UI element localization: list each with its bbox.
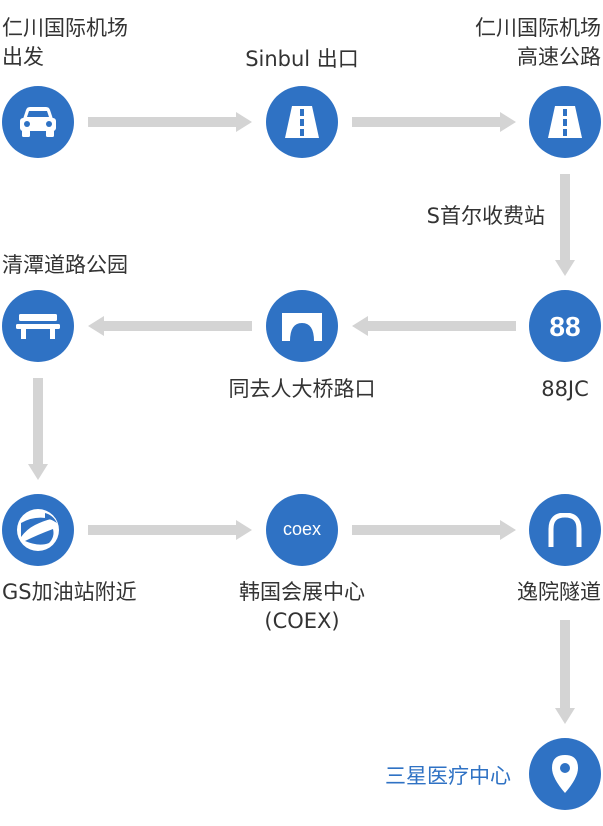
node-88jc: 88	[529, 290, 601, 362]
bench-icon	[16, 314, 60, 339]
tunnel-icon	[548, 513, 582, 547]
arrow-right	[352, 520, 516, 540]
label-incheon-airport-expressway: 仁川国际机场 高速公路	[475, 16, 601, 69]
node-sinbul-exit	[266, 86, 338, 158]
node-samsung-medical-center	[529, 738, 601, 810]
node-incheon-airport-departure	[2, 86, 74, 158]
map-pin-icon	[552, 755, 578, 793]
arrow-down	[28, 378, 48, 480]
node-ilwon-tunnel	[529, 494, 601, 566]
coex-logo-icon: coex	[283, 519, 321, 539]
route-88-icon: 88	[549, 311, 580, 341]
arrow-right	[88, 112, 252, 132]
node-cheongdam-park	[2, 290, 74, 362]
coex-badge: coex	[283, 519, 321, 539]
label-coex: 韩国会展中心 (COEX)	[239, 580, 365, 633]
gs-logo-icon	[17, 509, 59, 551]
arrow-right	[352, 112, 516, 132]
car-icon	[20, 107, 56, 137]
label-samsung-medical-center: 三星医疗中心	[385, 764, 511, 788]
route-88-badge: 88	[549, 311, 580, 341]
node-incheon-airport-expressway	[529, 86, 601, 158]
label-ilwon-tunnel: 逸院隧道	[517, 580, 601, 604]
tunnel-arch-icon	[282, 313, 322, 341]
road-icon	[285, 106, 319, 138]
node-gs-gas-station	[2, 494, 74, 566]
label-88jc: 88JC	[541, 377, 589, 401]
arrow-left	[88, 316, 252, 336]
label-gs-gas-station: GS加油站附近	[2, 580, 137, 604]
label-s-toll-gate: S首尔收费站	[426, 204, 545, 228]
label-sinbul-exit: Sinbul 出口	[245, 47, 359, 71]
road-icon	[548, 106, 582, 138]
node-tongeo-bridge	[266, 290, 338, 362]
node-coex: coex	[266, 494, 338, 566]
arrow-down	[555, 620, 575, 724]
label-cheongdam-park: 清潭道路公园	[2, 253, 128, 277]
arrow-left	[352, 316, 516, 336]
arrow-down	[555, 174, 575, 276]
label-incheon-airport-departure: 仁川国际机场 出发	[2, 16, 128, 69]
label-tongeo-bridge: 同去人大桥路口	[228, 377, 376, 401]
arrow-right	[88, 520, 252, 540]
